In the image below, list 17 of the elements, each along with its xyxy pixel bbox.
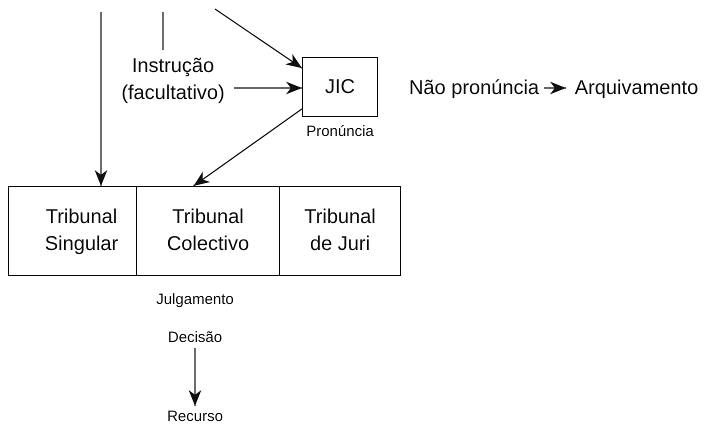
arrow [544, 82, 566, 94]
process-box: Tribunal de Juri [279, 186, 401, 276]
process-box: Tribunal Singular [8, 186, 137, 276]
node-text: Decisão [160, 326, 230, 348]
node-text: Recurso [158, 406, 232, 426]
node-caption: Pronúncia [305, 123, 375, 140]
arrow [234, 82, 302, 94]
arrow [188, 348, 202, 406]
node-text: Instrução (facultativo) [112, 50, 234, 110]
arrow [94, 12, 108, 186]
process-box: Tribunal Colectivo [136, 186, 280, 276]
arrow [214, 8, 302, 69]
node-text: Arquivamento [566, 75, 707, 102]
stage-label: Julgamento [155, 291, 235, 308]
arrow [193, 108, 302, 186]
node-text: Não pronúncia [404, 75, 544, 102]
process-box: JIC [302, 57, 378, 117]
